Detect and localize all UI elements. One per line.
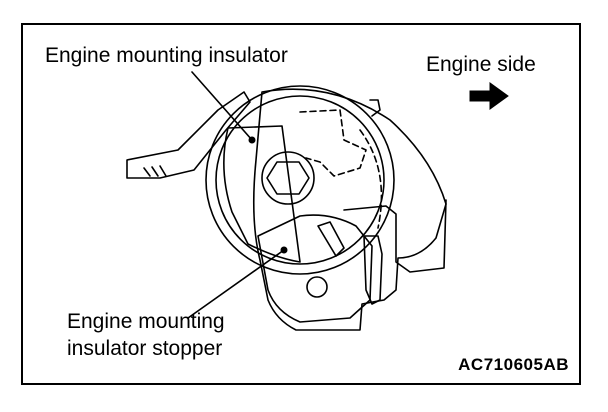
stopper-plate xyxy=(257,214,373,323)
bracket-arm xyxy=(126,91,251,179)
stopper-hole xyxy=(306,276,328,298)
label-engine-mounting-insulator: Engine mounting insulator xyxy=(45,44,288,67)
figure-code: AC710605AB xyxy=(458,355,569,374)
hidden-outline xyxy=(299,109,367,177)
leader-insulator xyxy=(191,71,253,141)
side-bracket xyxy=(343,199,447,273)
bolt-hex xyxy=(266,161,310,195)
leader-stopper xyxy=(187,249,285,319)
right-arrow-icon xyxy=(469,82,509,110)
label-engine-side: Engine side xyxy=(426,53,536,76)
label-stopper-line1: Engine mounting xyxy=(67,310,225,333)
label-stopper-line2: insulator stopper xyxy=(67,337,223,360)
insulator-ring-inner xyxy=(215,95,385,265)
mount-housing xyxy=(252,88,447,331)
insulator-ring-outer xyxy=(205,85,395,275)
figure-frame xyxy=(21,23,581,385)
insulator-body xyxy=(223,125,301,263)
bolt-washer xyxy=(261,151,315,205)
